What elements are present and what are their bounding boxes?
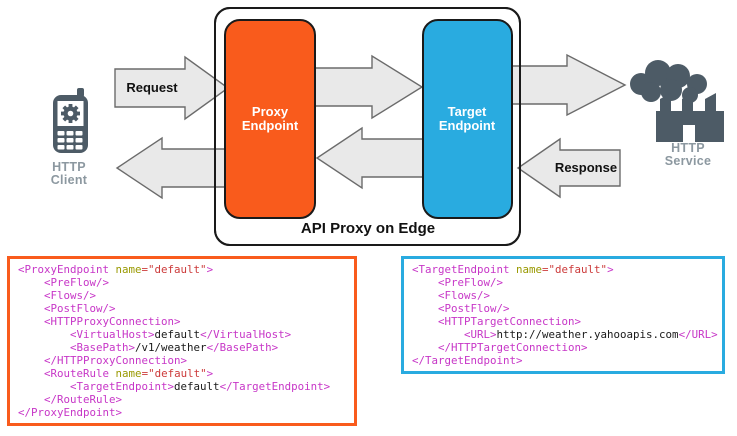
api-proxy-flow-diagram: Request Response Proxy Endpoint Target E… — [50, 7, 724, 246]
request-arrow-client-to-proxy — [114, 55, 230, 121]
http-client-label: HTTP Client — [50, 160, 88, 187]
request-arrow-target-to-service — [507, 53, 627, 117]
proxy-endpoint-code-block: <ProxyEndpoint name="default"> <PreFlow/… — [7, 256, 357, 426]
target-endpoint-label: Target Endpoint — [438, 104, 496, 133]
api-proxy-title: API Proxy on Edge — [300, 220, 436, 237]
diagram-canvas — [53, 7, 724, 246]
factory-door — [683, 125, 695, 142]
response-arrow-service-to-target — [516, 137, 621, 199]
factory-smoke-cloud-icon — [630, 60, 724, 142]
phone-antenna — [77, 88, 84, 97]
proxy-endpoint-box — [224, 19, 316, 219]
request-arrow-proxy-to-target — [309, 54, 424, 120]
api-proxy-container-border — [214, 7, 521, 246]
request-label: Request — [126, 80, 178, 95]
target-endpoint-box — [422, 19, 513, 219]
http-service-label: HTTP Service — [664, 141, 712, 168]
mobile-phone-icon — [53, 88, 88, 153]
phone-keypad — [57, 131, 83, 150]
target-endpoint-code-block: <TargetEndpoint name="default"> <PreFlow… — [401, 256, 725, 374]
factory-icon — [656, 93, 724, 142]
proxy-endpoint-label: Proxy Endpoint — [241, 104, 299, 133]
gear-icon — [61, 104, 80, 123]
response-arrow-target-to-proxy — [315, 126, 429, 190]
response-label: Response — [554, 160, 618, 175]
